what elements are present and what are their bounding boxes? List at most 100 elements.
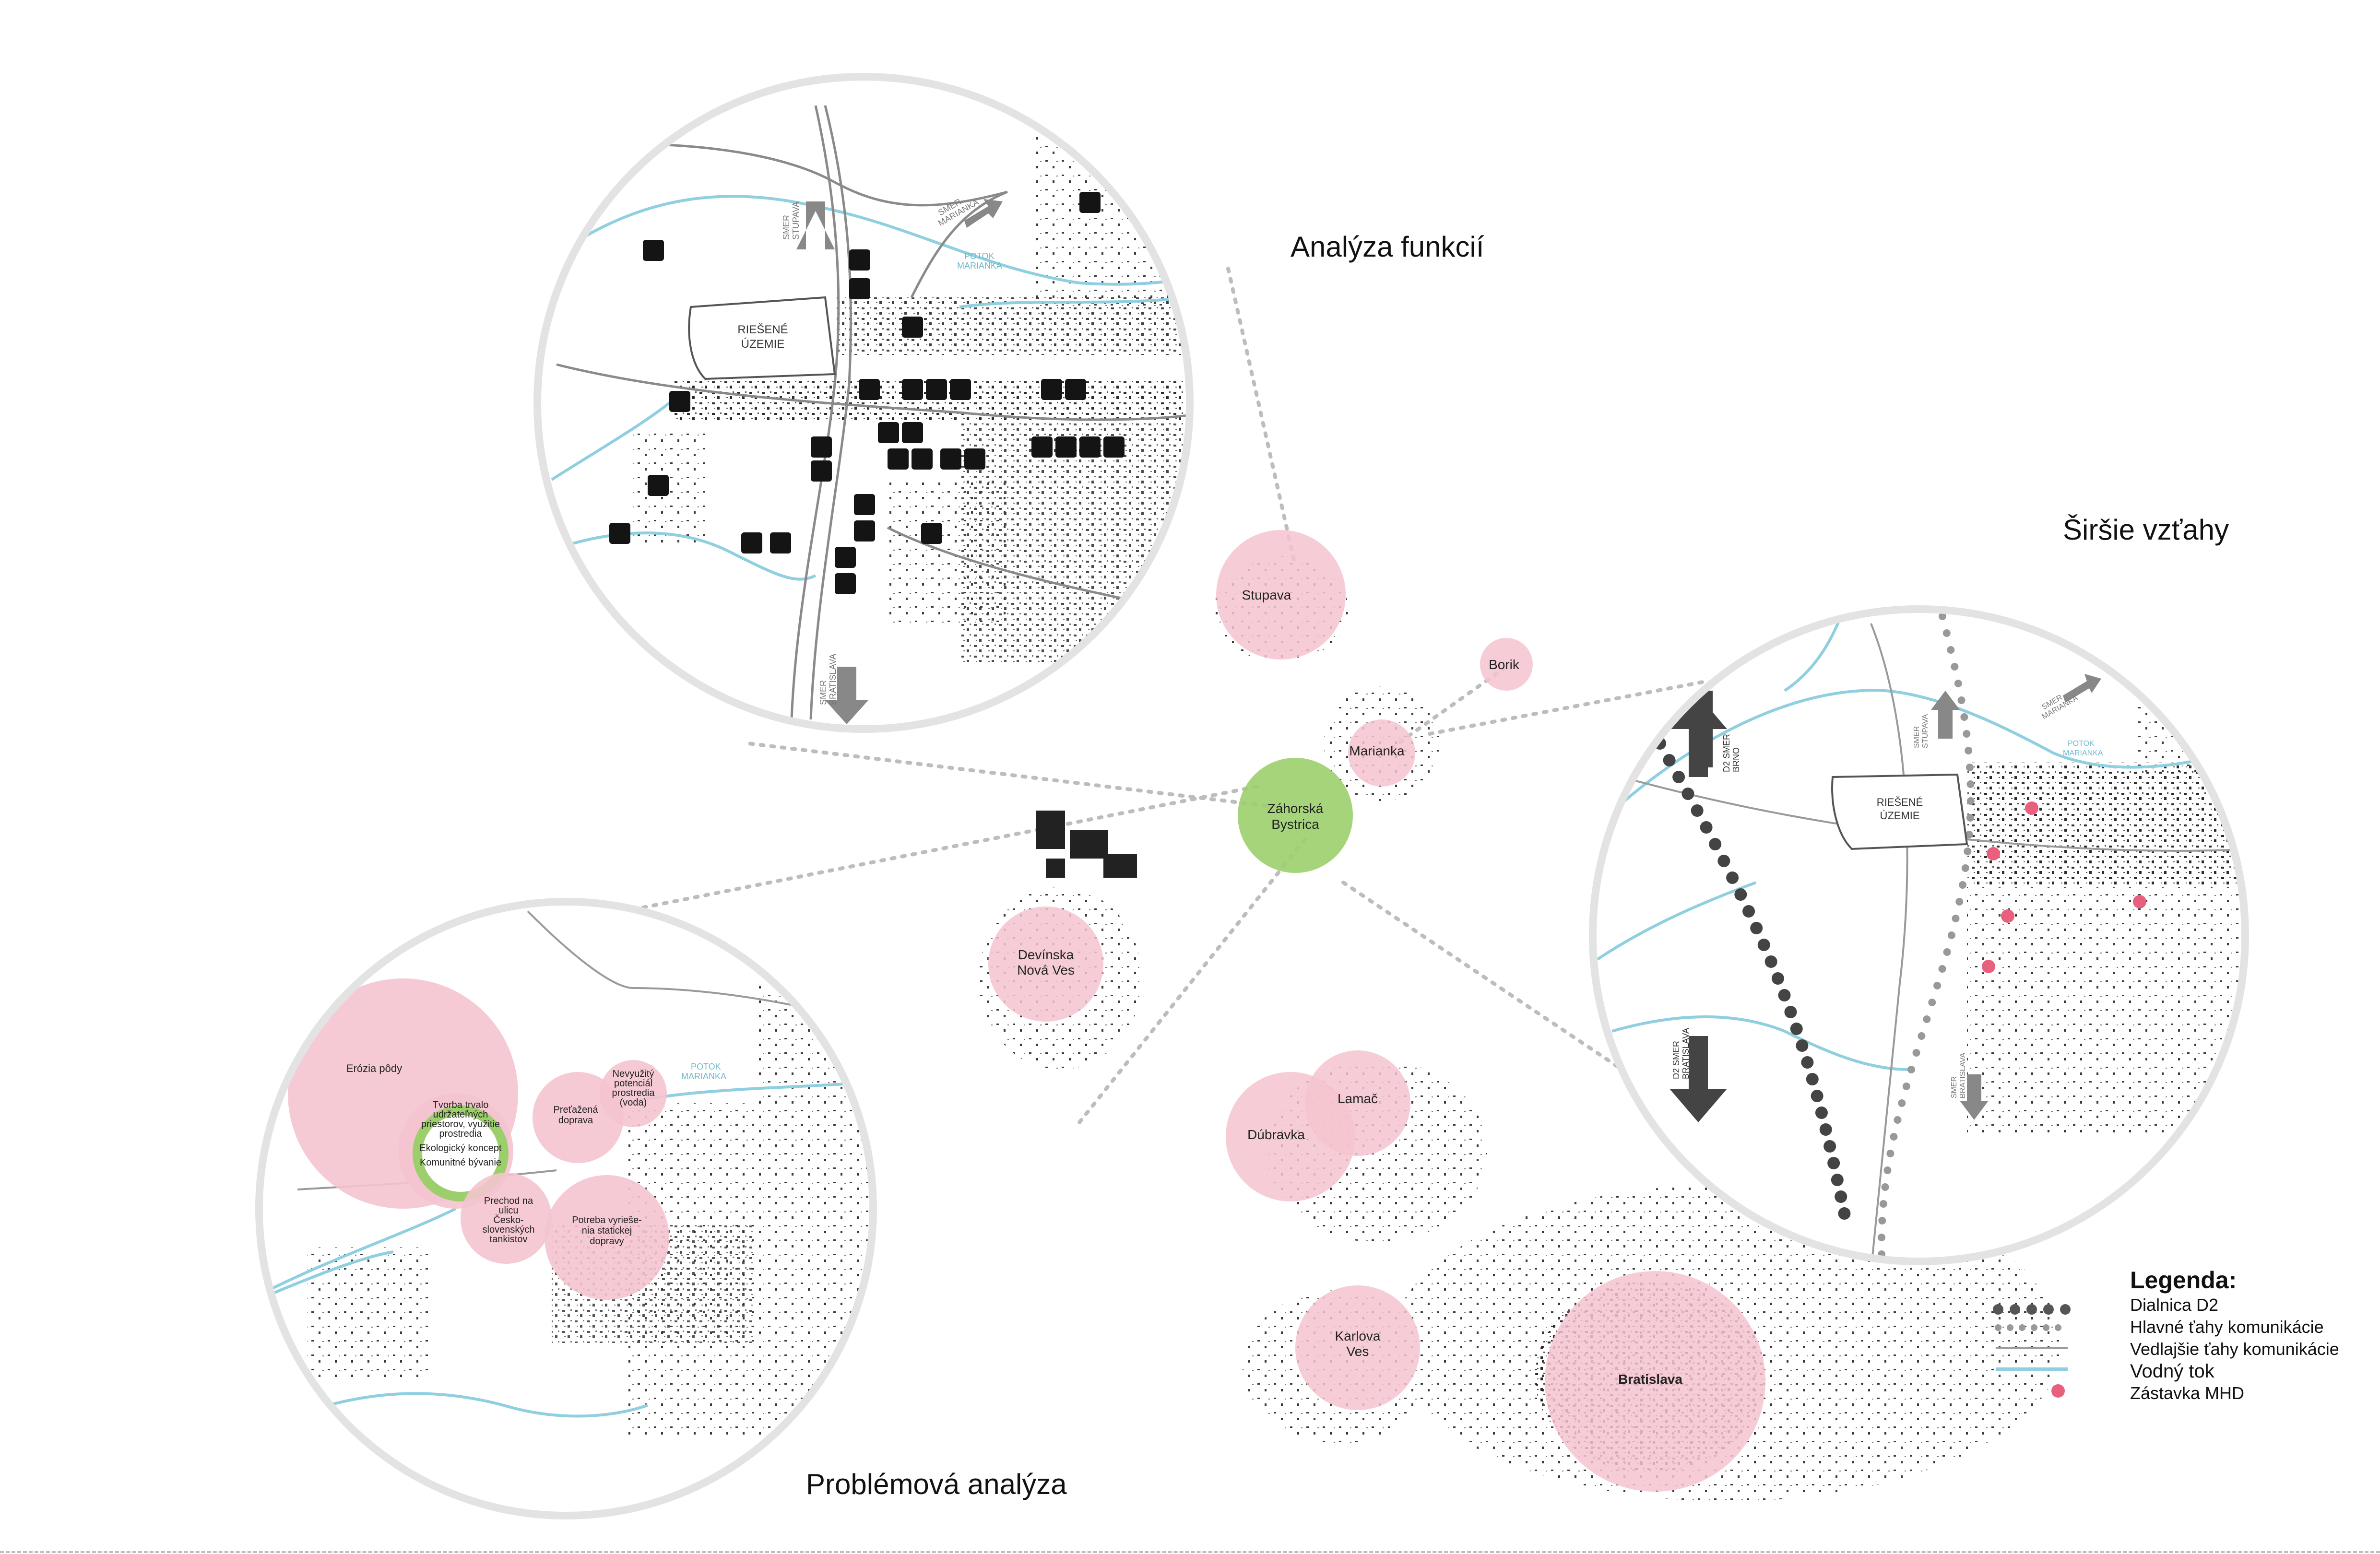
- connector-lines: [622, 267, 1710, 1129]
- highway-dot: [1827, 1157, 1840, 1169]
- highway-dot: [1806, 1073, 1819, 1085]
- pharmacy-icon: [902, 422, 923, 443]
- wider-zoom-ring: [1589, 605, 2249, 1265]
- highway-dot: [1835, 1190, 1847, 1203]
- main-road-dot: [1947, 646, 1955, 654]
- highway-dot: [1700, 821, 1713, 834]
- bus-icon-3: [1055, 436, 1077, 458]
- bottom-dashed-rule: [0, 1551, 2380, 1553]
- main-road-dot: [1964, 848, 1972, 855]
- problem-label-crossing-4: slovenských: [483, 1224, 535, 1235]
- highway-dot: [1750, 922, 1763, 934]
- main-road-dot: [1938, 965, 1946, 973]
- stream-label-1: POTOK: [691, 1062, 721, 1071]
- place-circle-lamac: [1305, 1050, 1410, 1156]
- main-road-dot: [1928, 999, 1936, 1006]
- main-road-dot: [1883, 1166, 1892, 1174]
- highway-dot: [1790, 1023, 1803, 1035]
- bus-icon-4: [854, 520, 875, 542]
- problem-unused-potential: [600, 1060, 667, 1127]
- place-circle-borik: [1480, 638, 1533, 691]
- place-circle-stupava: [1216, 530, 1346, 659]
- mail-icon: [878, 422, 899, 443]
- bus-stop-marker: [1987, 847, 2000, 860]
- restaurant-icon-6: [1017, 700, 1038, 721]
- problem-label-sustain-2: udržateľných: [433, 1109, 488, 1120]
- fire-icon: [811, 460, 832, 482]
- arrow-down-icon: [825, 667, 868, 724]
- main-road-dot: [1959, 881, 1967, 889]
- d2-north-1: D2 SMER: [1722, 734, 1731, 772]
- main-road-dot: [1966, 764, 1974, 771]
- highway-dot: [1784, 1006, 1797, 1018]
- service-icon: [849, 278, 870, 299]
- place-circle-devinska: [988, 906, 1103, 1022]
- main-road-dot: [1933, 982, 1942, 989]
- bus-stop-icon: [859, 379, 880, 400]
- place-circle-karlova-ves: [1295, 1285, 1420, 1410]
- highway-dot: [1819, 1123, 1832, 1136]
- highway-dot: [1823, 1140, 1836, 1153]
- area-label-2: ÚZEMIE: [741, 338, 785, 351]
- cow-icon: [1079, 115, 1101, 136]
- problem-label-sustain-3: priestorov, využitie: [421, 1119, 500, 1130]
- church-icon-2: [1103, 436, 1125, 458]
- place-label-stupava: Stupava: [1242, 588, 1291, 602]
- highway-dot: [1717, 855, 1730, 867]
- restaurant-icon-3: [811, 436, 832, 458]
- cemetery-icon: [1041, 379, 1062, 400]
- bus-icon: [902, 317, 923, 338]
- main-road-dot: [1961, 864, 1969, 872]
- main-road-dot: [1879, 1200, 1887, 1208]
- problem-label-unused-3: prostredia: [612, 1088, 655, 1098]
- main-road-dot: [1923, 1015, 1931, 1023]
- legend-item-main-roads: Hlavné ťahy komunikácie: [2130, 1317, 2324, 1337]
- place-label-ves: Ves: [1347, 1344, 1369, 1359]
- basketball-icon: [741, 532, 762, 553]
- main-road-dot: [1912, 1049, 1920, 1057]
- place-label-lamac: Lamač: [1338, 1091, 1378, 1106]
- problem-label-crossing-5: tankistov: [490, 1234, 528, 1245]
- arrow-right-icon: [2063, 674, 2101, 703]
- main-road-dot: [1955, 898, 1964, 906]
- main-road-dot: [1942, 629, 1951, 637]
- highway-dot: [1815, 1107, 1828, 1119]
- restaurant-icon-4: [854, 494, 875, 515]
- area-label-2: ÚZEMIE: [1880, 810, 1919, 822]
- dir-bratislava-2: BRATISLAVA: [828, 654, 838, 705]
- arrow-down-head-icon: [1960, 1101, 1989, 1120]
- restaurant-icon: [902, 379, 923, 400]
- stream-label-2: MARIANKA: [681, 1071, 726, 1081]
- legend-symbols: [1993, 1304, 2071, 1398]
- skiing-icon-2: [669, 391, 690, 412]
- problem-label-static-1: Potreba vyrieše-: [572, 1215, 642, 1225]
- main-road-dot: [1960, 713, 1968, 721]
- problems-zoom-ring: [255, 898, 877, 1519]
- problem-label-eco: Ekologický koncept: [419, 1143, 502, 1154]
- problem-crossing: [461, 1173, 552, 1264]
- highway-dot: [1801, 1056, 1814, 1069]
- legend: Legenda: Dialnica D2 Hlavné ťahy komunik…: [2130, 1266, 2380, 1404]
- bank-icon: [912, 448, 933, 470]
- main-road-dot: [1965, 831, 1973, 838]
- highway-dot: [1734, 888, 1747, 901]
- place-label-dubravka: Dúbravka: [1247, 1127, 1305, 1142]
- highway-dot: [1764, 955, 1777, 968]
- main-road-dot: [1898, 1099, 1906, 1107]
- main-road-dot: [1907, 1066, 1915, 1073]
- problem-label-erosion: Erózia pôdy: [346, 1062, 402, 1074]
- main-road-dot: [1878, 1217, 1886, 1224]
- main-road-dot: [1902, 1083, 1910, 1090]
- place-label-devinska: Devínska: [1018, 947, 1074, 962]
- main-road-dot: [1965, 747, 1973, 754]
- area-label-1: RIEŠENÉ: [737, 323, 788, 336]
- dir-stupava-2: STUPAVA: [791, 201, 801, 240]
- highway-dot: [1778, 989, 1791, 1001]
- dir-bratislava-1: SMER: [1950, 1076, 1958, 1098]
- tractor-icon: [643, 240, 664, 261]
- main-road-dot: [1890, 1133, 1898, 1141]
- main-road-dot: [1952, 915, 1960, 922]
- arrow-up-head-icon: [1931, 691, 1960, 710]
- main-road-dot: [1934, 596, 1942, 603]
